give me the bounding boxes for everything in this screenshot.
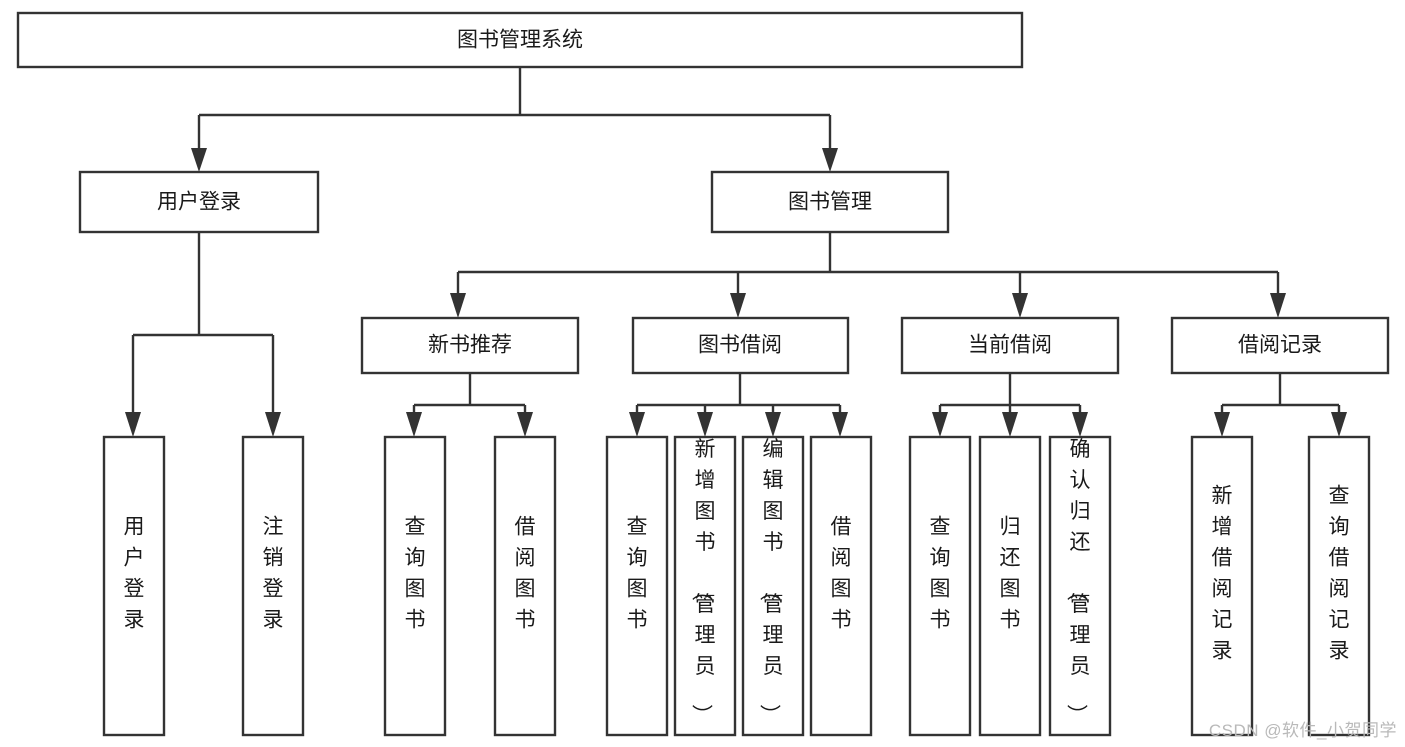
node-root-label: 图书管理系统 [457, 29, 583, 52]
node-leaf-add-book-box[interactable] [673, 435, 737, 737]
node-leaf-add-record-label: 新增借阅记录 [1212, 485, 1233, 663]
node-new-book-rec-label: 新书推荐 [428, 334, 512, 357]
arrowhead-borrow-record [1270, 293, 1286, 318]
node-leaf-confirm-return-label: 确认归还（管理员） [1065, 438, 1091, 725]
arrowhead-leaf-add-book [697, 412, 713, 437]
node-leaf-borrow-book-1-box[interactable] [493, 435, 557, 737]
node-book-borrow[interactable]: 图书借阅 [631, 316, 850, 375]
node-current-borrow-label: 当前借阅 [968, 334, 1052, 357]
node-leaf-borrow-book-1[interactable]: 借阅图书 [493, 435, 557, 737]
arrowhead-leaf-user-login [125, 412, 141, 437]
node-leaf-query-record[interactable]: 查询借阅记录 [1307, 435, 1371, 737]
node-leaf-edit-book[interactable]: 编辑图书（管理员） [741, 435, 805, 737]
arrowhead-current-borrow [1012, 293, 1028, 318]
node-leaf-query-book-2-box[interactable] [605, 435, 669, 737]
node-book-borrow-box[interactable] [631, 316, 850, 375]
node-leaf-user-login-label: 用户登录 [124, 516, 145, 632]
node-borrow-record-box[interactable] [1170, 316, 1390, 375]
node-leaf-logout[interactable]: 注销登录 [241, 435, 305, 737]
node-leaf-add-book[interactable]: 新增图书（管理员） [673, 435, 737, 737]
arrowhead-leaf-return-book [1002, 412, 1018, 437]
node-leaf-edit-book-box[interactable] [741, 435, 805, 737]
node-leaf-logout-box[interactable] [241, 435, 305, 737]
node-leaf-add-record[interactable]: 新增借阅记录 [1190, 435, 1254, 737]
node-user-login-label: 用户登录 [157, 191, 241, 214]
node-book-manage-box[interactable] [710, 170, 950, 234]
csdn-watermark: CSDN @软件_小贺同学 [1208, 721, 1397, 740]
node-leaf-add-book-label: 新增图书（管理员） [690, 438, 716, 725]
node-leaf-logout-label: 注销登录 [263, 516, 284, 632]
node-book-borrow-label: 图书借阅 [698, 334, 782, 357]
node-borrow-record[interactable]: 借阅记录 [1170, 316, 1390, 375]
node-root[interactable]: 图书管理系统 [16, 11, 1024, 69]
node-new-book-rec-box[interactable] [360, 316, 580, 375]
arrowhead-leaf-edit-book [765, 412, 781, 437]
node-leaf-confirm-return[interactable]: 确认归还（管理员） [1048, 435, 1112, 737]
connector-layer [125, 67, 1347, 437]
node-leaf-edit-book-label: 编辑图书（管理员） [758, 438, 784, 725]
arrowhead-leaf-query-book-2 [629, 412, 645, 437]
arrowhead-leaf-borrow-book-2 [832, 412, 848, 437]
node-user-login[interactable]: 用户登录 [78, 170, 320, 234]
node-leaf-borrow-book-1-label: 借阅图书 [515, 516, 536, 632]
arrowhead-leaf-query-book-1 [406, 412, 422, 437]
node-leaf-return-book-box[interactable] [978, 435, 1042, 737]
node-leaf-query-book-3-box[interactable] [908, 435, 972, 737]
node-book-manage-label: 图书管理 [788, 191, 872, 214]
arrowhead-new-book-rec [450, 293, 466, 318]
node-leaf-query-book-1-label: 查询图书 [405, 516, 426, 632]
arrowhead-leaf-query-book-3 [932, 412, 948, 437]
node-leaf-query-record-label: 查询借阅记录 [1329, 485, 1350, 663]
arrowhead-leaf-borrow-book-1 [517, 412, 533, 437]
node-leaf-query-book-1-box[interactable] [383, 435, 447, 737]
node-root-box[interactable] [16, 11, 1024, 69]
node-current-borrow[interactable]: 当前借阅 [900, 316, 1120, 375]
node-leaf-return-book[interactable]: 归还图书 [978, 435, 1042, 737]
arrowhead-leaf-query-record [1331, 412, 1347, 437]
arrowhead-book-borrow [730, 293, 746, 318]
node-leaf-borrow-book-2-box[interactable] [809, 435, 873, 737]
node-leaf-return-book-label: 归还图书 [1000, 516, 1021, 632]
node-user-login-box[interactable] [78, 170, 320, 234]
arrowhead-leaf-add-record [1214, 412, 1230, 437]
node-leaf-user-login[interactable]: 用户登录 [102, 435, 166, 737]
node-leaf-query-book-2-label: 查询图书 [627, 516, 648, 632]
node-leaf-query-book-3[interactable]: 查询图书 [908, 435, 972, 737]
node-borrow-record-label: 借阅记录 [1238, 334, 1322, 357]
node-leaf-add-record-box[interactable] [1190, 435, 1254, 737]
node-leaf-user-login-box[interactable] [102, 435, 166, 737]
node-leaf-confirm-return-box[interactable] [1048, 435, 1112, 737]
node-new-book-rec[interactable]: 新书推荐 [360, 316, 580, 375]
node-leaf-query-book-3-label: 查询图书 [930, 516, 951, 632]
arrowhead-book-manage [822, 148, 838, 172]
arrowhead-leaf-confirm-return [1072, 412, 1088, 437]
node-leaf-query-book-2[interactable]: 查询图书 [605, 435, 669, 737]
arrowhead-leaf-logout [265, 412, 281, 437]
node-leaf-borrow-book-2-label: 借阅图书 [831, 516, 852, 632]
node-leaf-borrow-book-2[interactable]: 借阅图书 [809, 435, 873, 737]
arrowhead-user-login [191, 148, 207, 172]
node-leaf-query-record-box[interactable] [1307, 435, 1371, 737]
node-book-manage[interactable]: 图书管理 [710, 170, 950, 234]
node-current-borrow-box[interactable] [900, 316, 1120, 375]
node-leaf-query-book-1[interactable]: 查询图书 [383, 435, 447, 737]
